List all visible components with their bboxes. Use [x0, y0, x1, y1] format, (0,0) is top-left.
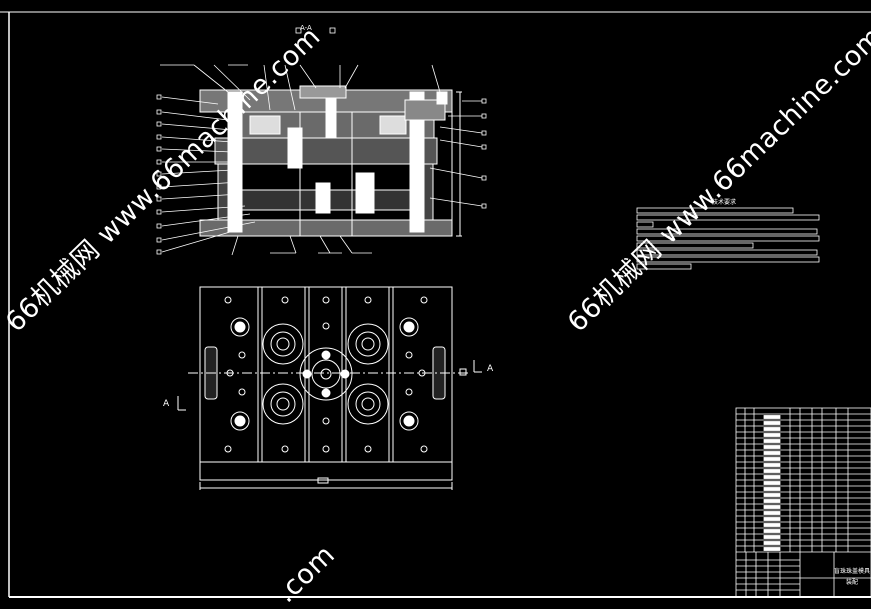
- bom-cell-text: [763, 481, 781, 485]
- bom-cell-text: [763, 547, 781, 551]
- tech-requirements-title: 技术要求: [712, 199, 737, 206]
- bom-cell-text: [763, 469, 781, 473]
- title-block-name: 盲珠珠盖模具: [834, 568, 871, 575]
- leader-lines-right: [429, 98, 487, 209]
- bom-cell-text: [763, 475, 781, 479]
- view-marker-left: A: [163, 399, 170, 409]
- bom-cell-text: [763, 487, 781, 491]
- bom-cell-text: [763, 445, 781, 449]
- bom-cell-text: [763, 427, 781, 431]
- view-marker-right: A: [487, 364, 494, 374]
- bom-cell-text: [763, 505, 781, 509]
- bom-cell-text: [763, 529, 781, 533]
- bom-cell-text: [763, 439, 781, 443]
- bom-cell-text: [763, 541, 781, 545]
- plan-view: [177, 286, 482, 490]
- title-block-type: 装配: [846, 579, 859, 586]
- bom-cell-text: [763, 463, 781, 467]
- bom-cell-text: [763, 517, 781, 521]
- bom-cell-text: [763, 457, 781, 461]
- leader-lines-top: [160, 27, 441, 111]
- bom-cell-text: [763, 415, 781, 419]
- bom-cell-text: [763, 535, 781, 539]
- technical-requirements: [636, 207, 820, 270]
- section-view: [199, 85, 462, 237]
- section-view-label: A-A: [300, 24, 312, 32]
- bom-cell-text: [763, 511, 781, 515]
- drawing-frame: [0, 11, 871, 598]
- leader-lines-left: [156, 94, 256, 255]
- bom-cell-text: [763, 451, 781, 455]
- title-block: [736, 551, 871, 597]
- bill-of-materials: [735, 407, 871, 598]
- bom-cell-text: [763, 493, 781, 497]
- leader-lines-bottom: [231, 235, 372, 256]
- bom-cell-text: [763, 421, 781, 425]
- bom-cell-text: [763, 433, 781, 437]
- bom-cell-text: [763, 499, 781, 503]
- bom-cell-text: [763, 523, 781, 527]
